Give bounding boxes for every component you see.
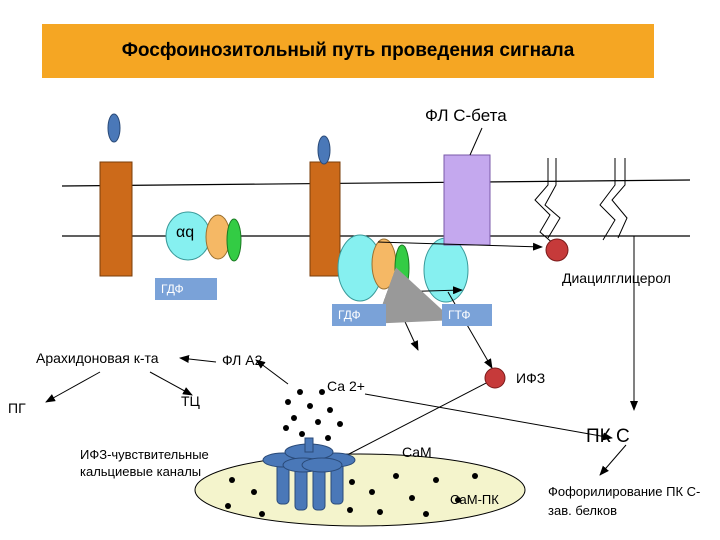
cam-label: СаМ	[402, 444, 432, 460]
ip3-calcium-channels	[262, 437, 356, 511]
arrow-ca-up-left	[255, 359, 289, 385]
arrow-pla2-to-aa	[179, 355, 217, 363]
dag-label: Диацилглицерол	[562, 270, 671, 286]
ip3-channels-label: ИФЗ-чувствительные кальциевые каналы	[80, 447, 209, 479]
plc-beta-label: ФЛ С-бета	[425, 106, 507, 125]
gdp-tag-middle: ГДФ	[332, 304, 386, 326]
arrow-to-dag	[377, 241, 543, 251]
ligand-middle	[317, 135, 331, 165]
pg-label: ПГ	[8, 400, 26, 416]
cam-pk-label: СаМ-ПК	[450, 492, 499, 507]
phosphorylation-label: Фофорилирование ПК С-зав. белков	[548, 484, 701, 518]
membrane-outer-line	[61, 179, 691, 187]
plc-beta-enzyme	[443, 154, 491, 246]
phospholipid-glyphs	[534, 158, 628, 246]
pla2-label: ФЛ А2	[222, 352, 263, 368]
gdp-tag-left: ГДФ	[155, 278, 217, 300]
title-banner: Фосфоинозитольный путь проведения сигнал…	[42, 24, 654, 78]
gtp-tag: ГТФ	[442, 304, 492, 326]
page-title: Фосфоинозитольный путь проведения сигнал…	[121, 40, 575, 61]
arrow-aa-to-pg	[45, 371, 101, 403]
alpha-q-label: αq	[176, 224, 195, 241]
arrow-ip3-to-channels	[321, 379, 493, 469]
er-calcium-ions	[225, 473, 478, 517]
arrow-aa-to-tc	[149, 371, 193, 396]
pkc-label: ПК С	[586, 426, 630, 447]
gtp-tag-text: ГТФ	[448, 308, 471, 322]
g-gamma-subunit-middle	[394, 244, 410, 292]
calcium-label: Са 2+	[327, 378, 365, 394]
gdp-tag-middle-text: ГДФ	[338, 308, 361, 322]
arrow-ca-to-pkc	[364, 393, 613, 441]
gdp-gtp-exchange-arrow	[375, 267, 454, 324]
ip3-label: ИФЗ	[516, 370, 546, 386]
ip3-molecule	[484, 367, 506, 389]
gdp-tag-left-text: ГДФ	[161, 282, 184, 296]
tc-label: ТЦ	[181, 393, 200, 409]
arrow-pkc-to-phospho	[599, 444, 627, 476]
g-beta-subunit-left	[205, 214, 231, 260]
endoplasmic-reticulum	[194, 453, 526, 527]
ligand-left	[107, 113, 121, 143]
arachidonic-acid-label: Арахидоновая к-та	[36, 350, 159, 366]
calcium-ions-cloud	[283, 389, 343, 441]
receptor-left	[99, 161, 133, 277]
g-beta-subunit-middle	[371, 238, 397, 290]
dag-molecule	[545, 238, 569, 262]
plc-beta-pointer	[469, 127, 483, 156]
g-gamma-subunit-left	[226, 218, 242, 262]
receptor-middle	[309, 161, 341, 277]
g-alpha-activated	[423, 237, 469, 303]
